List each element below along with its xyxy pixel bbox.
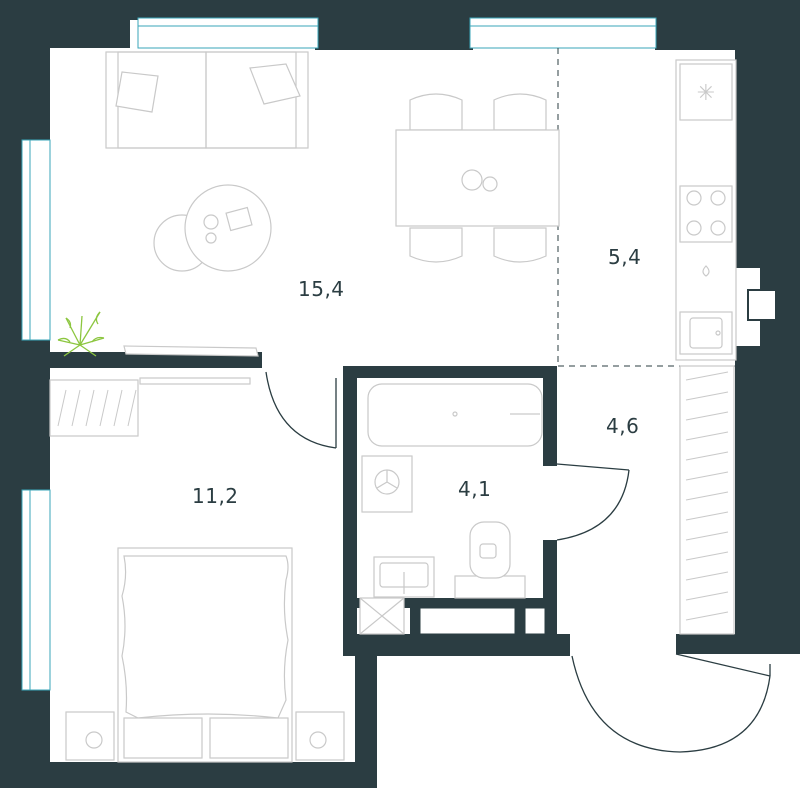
bathroom-area-label: 4,1 bbox=[458, 477, 491, 501]
toilet bbox=[454, 521, 526, 599]
plant bbox=[57, 311, 105, 357]
sink bbox=[373, 556, 435, 598]
hall-area-label: 4,6 bbox=[606, 414, 639, 438]
column bbox=[747, 289, 777, 321]
hall-wardrobe bbox=[679, 365, 735, 635]
closet-right bbox=[524, 607, 546, 635]
windows bbox=[21, 17, 657, 691]
closet-left bbox=[419, 607, 516, 635]
living-area-label: 15,4 bbox=[298, 277, 345, 301]
dining-set bbox=[395, 93, 560, 263]
washing-machine bbox=[361, 455, 413, 513]
kitchen-counter: ✳ bbox=[675, 59, 737, 361]
doors bbox=[265, 371, 771, 753]
bedroom-wardrobe bbox=[49, 377, 251, 437]
tv-stand bbox=[123, 345, 259, 357]
bed bbox=[65, 547, 345, 763]
svg-text:✳: ✳ bbox=[697, 81, 715, 106]
interior-walls bbox=[0, 352, 557, 656]
coffee-table bbox=[153, 184, 272, 272]
bedroom-area-label: 11,2 bbox=[192, 484, 239, 508]
bathtub bbox=[367, 383, 543, 447]
kitchen-area-label: 5,4 bbox=[608, 245, 641, 269]
shower-drain bbox=[359, 597, 405, 635]
sofa bbox=[105, 51, 309, 149]
